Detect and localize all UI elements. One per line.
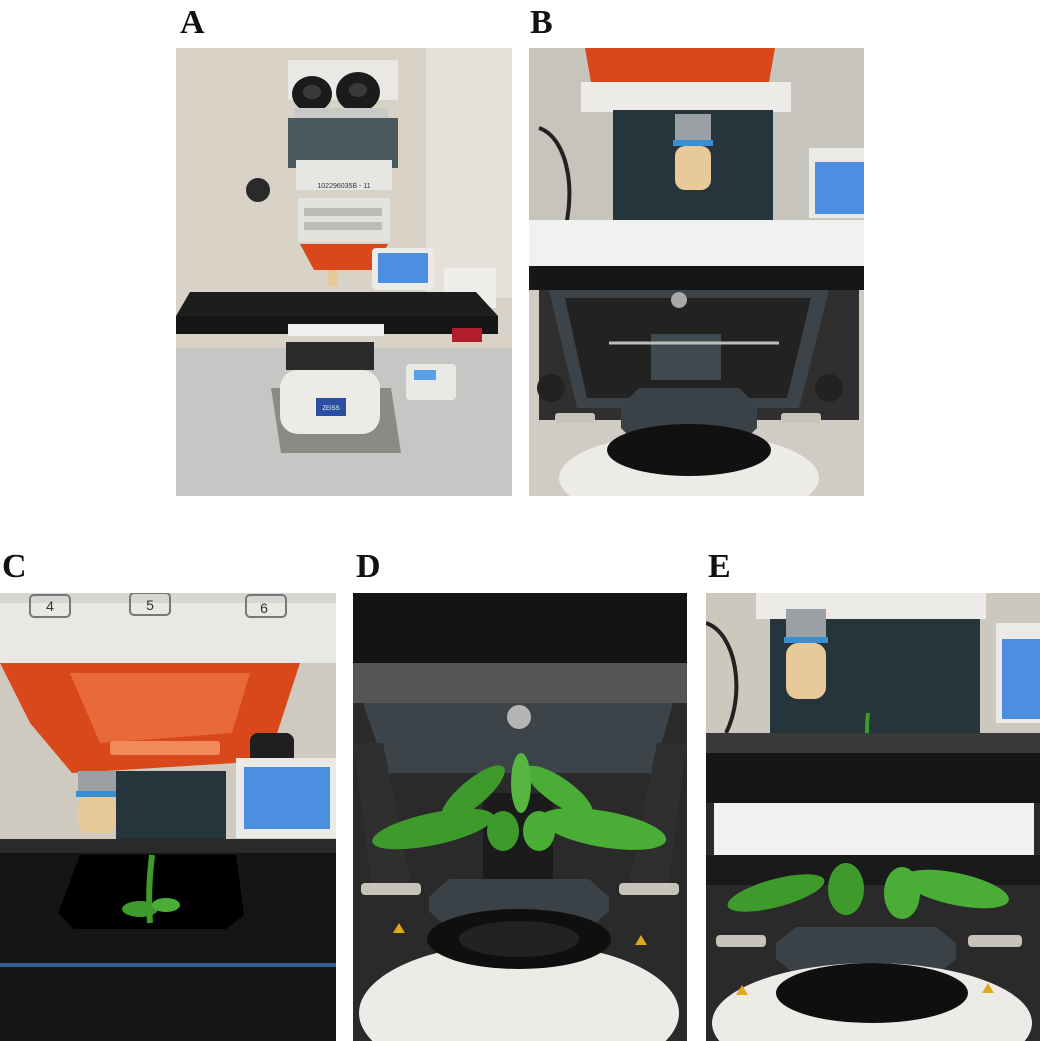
panel-label-a: A (180, 4, 205, 41)
stage-holder-photo (529, 48, 864, 496)
nosepiece-number-4: 4 (46, 598, 54, 614)
plant-in-holder-photo (353, 593, 687, 1041)
panel-label-d: D (356, 548, 381, 585)
nosepiece-number-6: 6 (260, 600, 268, 616)
photo-panel-c: 4 5 6 (0, 593, 336, 1041)
seedling-on-stage-photo (706, 593, 1040, 1041)
panel-label-c: C (2, 548, 27, 585)
zeiss-logo-text: ZEISS (322, 406, 339, 412)
photo-panel-e (706, 593, 1040, 1041)
photo-panel-b (529, 48, 864, 496)
nosepiece-number-5: 5 (146, 597, 154, 613)
plant-under-objective-photo: 4 5 6 (0, 593, 336, 1041)
photo-panel-a: 102296035B - 11 ZEISS (176, 48, 512, 496)
panel-label-e: E (708, 548, 731, 585)
serial-number-text: 102296035B - 11 (317, 183, 370, 190)
microscope-overview-photo: 102296035B - 11 ZEISS (176, 48, 512, 496)
photo-panel-d (353, 593, 687, 1041)
panel-label-b: B (530, 4, 553, 41)
